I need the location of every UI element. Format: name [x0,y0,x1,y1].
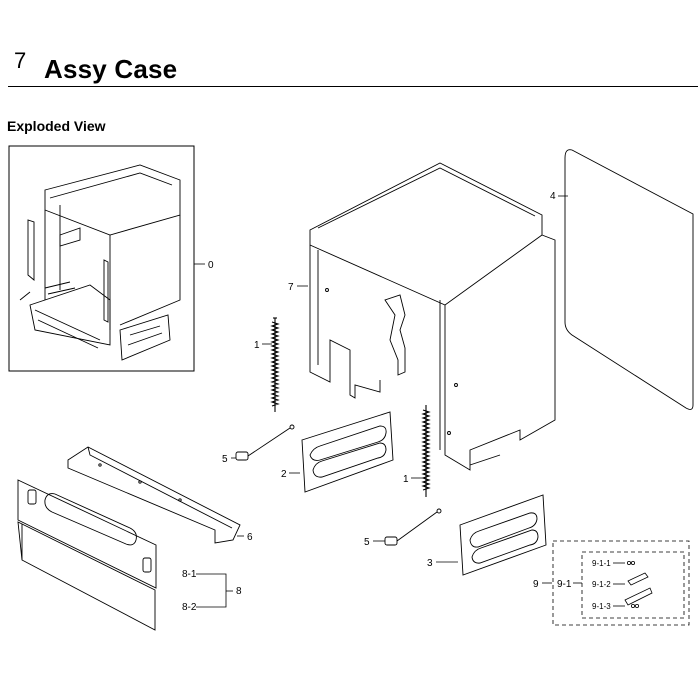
parts-kit-box [552,540,690,626]
page-header: 7 Assy Case Exploded View [0,0,700,134]
section-number: 7 [14,48,27,73]
bracket-part-3 [459,494,547,576]
title-underline [8,86,698,87]
callout-0: 0 [208,260,214,271]
case-body-part [309,162,556,471]
rail-part-6 [67,446,241,544]
callout-5-upper: 5 [222,454,228,465]
section-title: Assy Case [44,54,178,84]
callout-3: 3 [427,558,433,569]
assembly-overview-drawing [19,164,181,361]
spring-part-left [270,317,280,412]
callout-9-1-2: 9-1-2 [592,580,611,589]
callout-8-1: 8-1 [182,569,197,580]
callout-2: 2 [281,469,287,480]
cable-part-lower [384,508,442,546]
callout-9-1: 9-1 [557,579,572,590]
callout-5-lower: 5 [364,537,370,548]
assembly-overview-box [8,145,195,372]
callout-6: 6 [247,532,253,543]
callout-9: 9 [533,579,539,590]
callout-4: 4 [550,191,556,202]
cable-part-upper [235,424,295,461]
side-panel-part [564,149,694,410]
callout-8-2: 8-2 [182,602,197,613]
leader-lines [194,195,625,608]
callout-7: 7 [288,282,294,293]
bracket-part-2 [301,411,394,493]
exploded-view-heading: Exploded View [7,118,106,134]
spring-part-right [421,405,431,497]
kick-plate-part [17,479,157,631]
callout-9-1-1: 9-1-1 [592,559,611,568]
callout-1-left: 1 [254,340,260,351]
callout-1-right: 1 [403,474,409,485]
callout-labels: 0 7 4 1 1 2 5 5 3 6 8-1 8-2 8 9 9-1 9-1-… [182,191,611,613]
callout-8: 8 [236,586,242,597]
callout-9-1-3: 9-1-3 [592,602,611,611]
